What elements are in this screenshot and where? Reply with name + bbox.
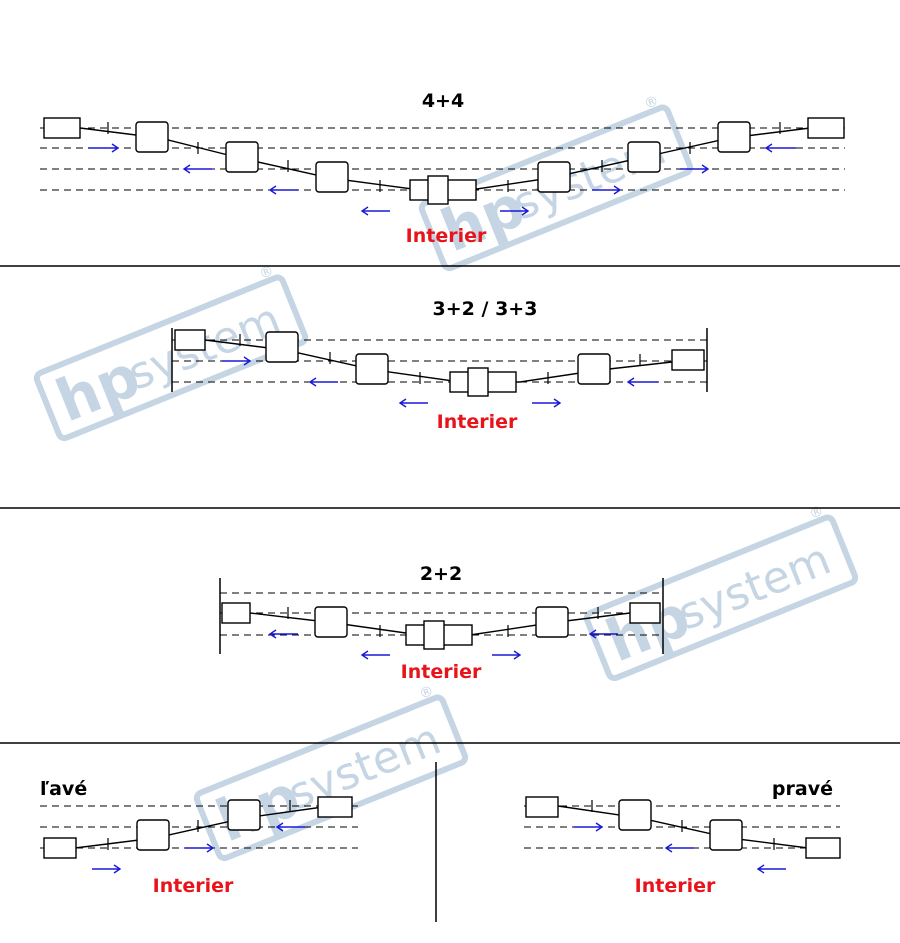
- hinge-profile: [135, 121, 169, 153]
- hinge-profile: [315, 161, 349, 193]
- watermark-logo: hp system ®: [33, 263, 309, 442]
- jamb-profile: [317, 796, 353, 818]
- hinge-profile: [717, 121, 751, 153]
- hinge-profile: [314, 606, 348, 638]
- hinge-profile: [627, 141, 661, 173]
- section-4-4: 4+4: [40, 90, 845, 247]
- direction-arrow: [92, 822, 305, 874]
- section-left: ľavé Interier: [40, 778, 358, 897]
- jamb-profile: [807, 117, 845, 139]
- section-title: 4+4: [422, 90, 464, 112]
- hinge-profile: [265, 331, 299, 363]
- svg-text:®: ®: [642, 93, 661, 113]
- section-title: 3+2 / 3+3: [433, 298, 538, 320]
- interior-label: Interier: [437, 411, 518, 433]
- direction-arrow: [574, 822, 786, 874]
- hinge-profile: [355, 353, 389, 385]
- interior-label: Interier: [153, 875, 234, 897]
- svg-text:®: ®: [417, 683, 436, 703]
- hinge-profile: [225, 141, 259, 173]
- section-right: pravé Interier: [524, 778, 841, 897]
- jamb-profile: [43, 837, 77, 859]
- jamb-profile: [43, 117, 81, 139]
- section-title: 2+2: [420, 563, 462, 585]
- hinge-profile: [537, 161, 571, 193]
- section-2-2: 2+2 Interier: [219, 563, 664, 683]
- direction-arrow: [88, 143, 796, 216]
- section-3-2-3-3: 3+2 / 3+3 Interier: [171, 298, 708, 433]
- jamb-profile: [525, 796, 559, 818]
- hinge-profile: [227, 799, 261, 831]
- interior-label: Interier: [401, 661, 482, 683]
- hinge-profile: [577, 353, 611, 385]
- interior-label: Interier: [635, 875, 716, 897]
- hinge-profile: [709, 819, 743, 851]
- section-title: ľavé: [40, 778, 87, 800]
- hinge-profile: [136, 819, 170, 851]
- hinge-profile: [618, 799, 652, 831]
- svg-text:®: ®: [257, 263, 276, 283]
- watermark-logo: hp system ®: [193, 683, 469, 862]
- watermark-logo: hp system ®: [583, 503, 859, 682]
- section-title: pravé: [772, 778, 833, 800]
- direction-arrow: [268, 629, 618, 660]
- jamb-profile: [671, 349, 705, 371]
- jamb-profile: [629, 602, 661, 624]
- direction-arrow: [222, 356, 658, 408]
- jamb-profile: [174, 329, 206, 351]
- hinge-profile: [535, 606, 569, 638]
- jamb-profile: [805, 837, 841, 859]
- interior-label: Interier: [406, 225, 487, 247]
- jamb-profile: [221, 602, 251, 624]
